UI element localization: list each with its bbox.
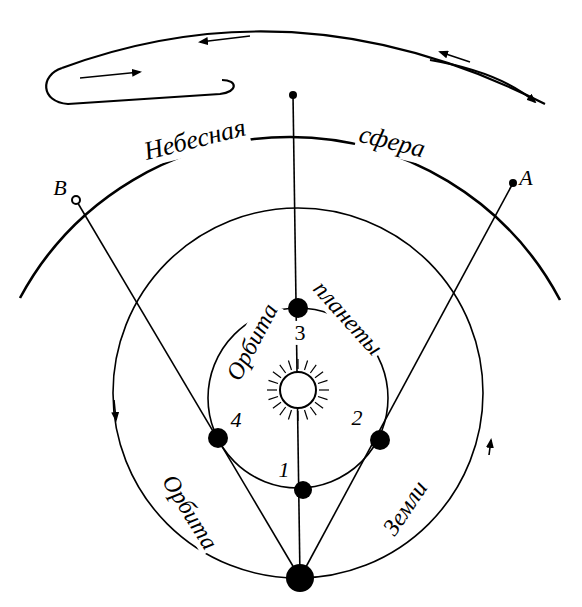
sun-ray [267, 389, 277, 390]
sun-ray [315, 372, 323, 378]
point-label: B [51, 176, 68, 200]
sun-ray [288, 410, 291, 420]
sphere-label: сфера [354, 120, 430, 165]
sun-ray [304, 361, 307, 371]
sun-ray [310, 407, 316, 415]
sun-ray [269, 396, 279, 399]
callout-number: 2 [350, 406, 365, 430]
callout-number: 4 [229, 408, 244, 432]
callout-number: 3 [293, 321, 308, 345]
sun-ray [273, 402, 281, 408]
sun-ray [315, 402, 323, 408]
sun-ray [280, 365, 286, 373]
callout-number: 1 [277, 458, 292, 482]
sun-ray [273, 372, 281, 378]
sun-ray [318, 380, 328, 383]
sphere-label: Небесная [139, 113, 250, 167]
point-label: A [517, 166, 534, 190]
sun-ray [310, 365, 316, 373]
sun-ray [319, 389, 329, 390]
orbit-label: планеты [307, 274, 390, 362]
sun-ray [269, 380, 279, 383]
orbit-label: Земли [376, 474, 434, 542]
sun-ray [297, 359, 298, 369]
sun-ray [318, 396, 328, 399]
sun-ray [297, 411, 298, 421]
sun-ray [288, 361, 291, 371]
sun-ray [280, 407, 286, 415]
sun-ray [304, 410, 307, 420]
